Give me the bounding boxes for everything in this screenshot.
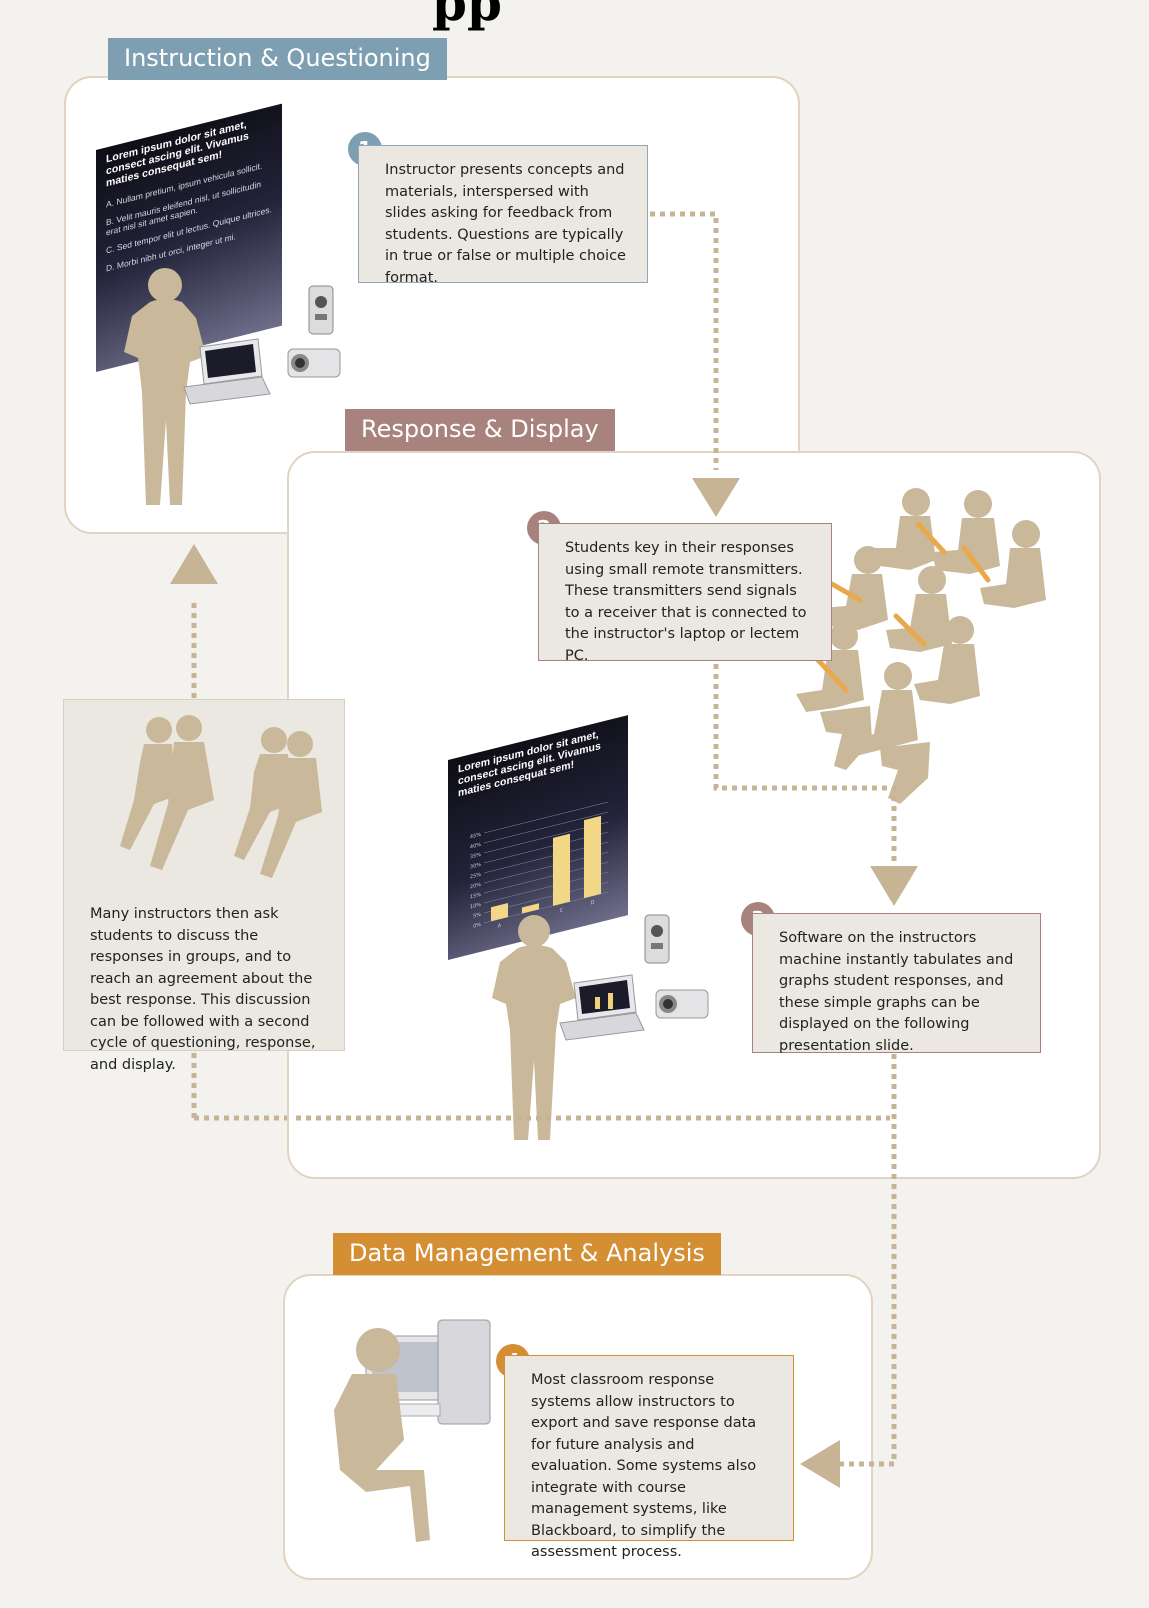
chart-y-tick-label: 30% bbox=[470, 862, 481, 871]
projector-icon bbox=[655, 989, 709, 1019]
arrow-left-icon bbox=[800, 1440, 840, 1488]
step-2-text: Students key in their responses using sm… bbox=[565, 540, 807, 664]
step-4-box: Most classroom response systems allow in… bbox=[504, 1355, 794, 1560]
chart-bar bbox=[490, 903, 509, 922]
page-title: pp bbox=[432, 0, 502, 32]
chart-gridline bbox=[484, 801, 608, 834]
slide-2-screen: Lorem ipsum dolor sit amet, consect asci… bbox=[448, 715, 628, 960]
step-3-text: Software on the instructors machine inst… bbox=[779, 930, 1014, 1054]
chart-y-tick-label: 35% bbox=[470, 852, 481, 861]
chart-x-tick-label: C bbox=[560, 907, 564, 914]
chart-y-tick-label: 0% bbox=[473, 922, 481, 930]
chart-y-tick-label: 25% bbox=[470, 872, 481, 881]
chart-gridline bbox=[484, 811, 608, 844]
laptop-icon bbox=[183, 338, 271, 405]
connector-1-to-2 bbox=[650, 211, 719, 470]
arrow-down-icon bbox=[870, 866, 918, 906]
step-4-text: Most classroom response systems allow in… bbox=[531, 1372, 757, 1560]
chart-x-tick-label: D bbox=[591, 900, 595, 907]
connector-3-to-4 bbox=[840, 1054, 897, 1467]
chart-y-tick-label: 15% bbox=[470, 892, 481, 901]
discussion-box: Many instructors then ask students to di… bbox=[63, 699, 345, 1073]
seated-person-silhouette-icon bbox=[334, 1328, 430, 1542]
chart-bar bbox=[521, 903, 540, 914]
receiver-icon bbox=[308, 285, 334, 335]
instructor-silhouette-icon bbox=[492, 915, 576, 1140]
chart-bar bbox=[583, 815, 602, 899]
arrow-down-icon bbox=[692, 478, 740, 517]
step-1-text: Instructor presents concepts and materia… bbox=[385, 162, 626, 286]
connector-2-to-3 bbox=[713, 664, 897, 866]
instructor-silhouette-icon bbox=[124, 268, 206, 505]
discussion-students-silhouette-icon bbox=[120, 715, 322, 878]
projector-icon bbox=[287, 348, 341, 378]
receiver-icon bbox=[644, 914, 670, 964]
discussion-text: Many instructors then ask students to di… bbox=[90, 906, 316, 1073]
arrow-up-icon bbox=[170, 544, 218, 584]
chart-y-tick-label: 5% bbox=[473, 912, 481, 920]
students-group-silhouette-icon bbox=[796, 488, 1046, 804]
laptop-icon bbox=[559, 974, 645, 1041]
instruction-tab: Instruction & Questioning bbox=[108, 38, 447, 80]
chart-x-tick-label: A bbox=[498, 923, 502, 930]
step-1-box: Instructor presents concepts and materia… bbox=[358, 145, 648, 286]
response-bar-chart: 0%5%10%15%20%25%30%35%40%45%ABCD bbox=[470, 801, 608, 930]
remote-transmitter-icon bbox=[815, 521, 991, 693]
data-tab: Data Management & Analysis bbox=[333, 1233, 721, 1275]
step-2-box: Students key in their responses using sm… bbox=[538, 523, 832, 664]
chart-bar bbox=[552, 833, 571, 906]
response-tab: Response & Display bbox=[345, 409, 615, 451]
chart-y-tick-label: 10% bbox=[470, 902, 481, 911]
chart-y-tick-label: 20% bbox=[470, 882, 481, 891]
chart-y-tick-label: 40% bbox=[470, 842, 481, 851]
step-3-box: Software on the instructors machine inst… bbox=[752, 913, 1041, 1054]
chart-y-tick-label: 45% bbox=[470, 832, 481, 841]
